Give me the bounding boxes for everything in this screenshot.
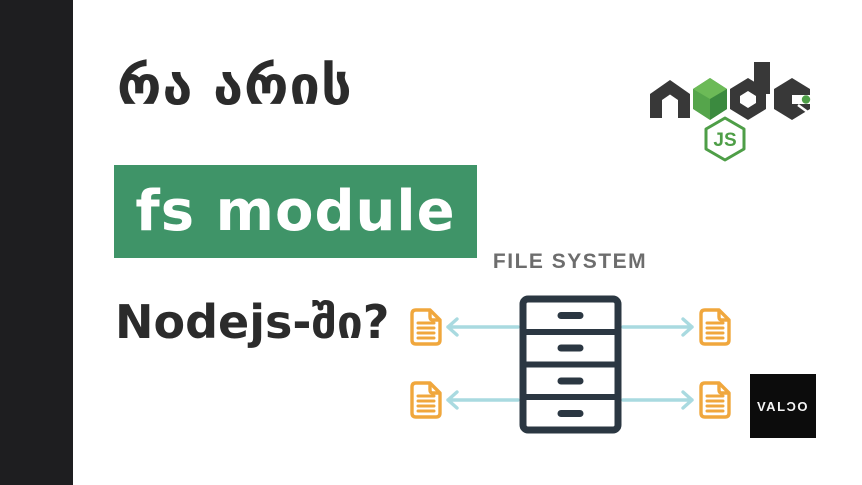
letter-e-dot: [801, 95, 811, 104]
file-icon-bottom-left: [410, 381, 442, 419]
drawer-handle: [557, 377, 584, 385]
letter-n-shape: [650, 80, 690, 118]
node-js-badge-icon: JS: [704, 116, 746, 162]
file-icon-bottom-right: [699, 381, 731, 419]
arrow-right-bottom-icon: [621, 390, 694, 410]
georgian-title: რა არის: [117, 54, 353, 117]
arrow-right-top-icon: [621, 317, 694, 337]
diagram-title: FILE SYSTEM: [492, 250, 648, 273]
side-accent-bar: [0, 0, 73, 485]
diagram-graphic: [410, 295, 731, 434]
nodejs-logo: JS: [648, 60, 815, 170]
hexagon-light-facet: [693, 78, 727, 99]
valdo-watermark: VALƆO: [750, 374, 816, 438]
file-icon-top-right: [699, 308, 731, 346]
fs-module-label: fs module: [135, 179, 456, 244]
letter-d-ascender: [754, 62, 770, 94]
nodejs-subtitle: Nodejs-ში?: [115, 295, 390, 349]
file-system-diagram: FILE SYSTEM: [395, 250, 745, 445]
node-wordmark-icon: [650, 62, 813, 120]
arrow-left-top-icon: [446, 317, 520, 337]
drawer-handle: [557, 410, 584, 417]
js-badge-label: JS: [713, 130, 736, 151]
cabinet-icon: [519, 295, 622, 434]
file-icon-top-left: [410, 308, 442, 346]
valdo-label: VALƆO: [756, 398, 810, 414]
drawer-handle: [557, 344, 584, 352]
js-badge-hexagon: [704, 116, 746, 162]
drawer-handle: [557, 312, 584, 319]
arrow-left-bottom-icon: [446, 390, 520, 410]
letter-e-slice: [797, 103, 810, 115]
fs-module-banner: fs module: [114, 165, 477, 258]
hexagon-dark-facet: [710, 89, 727, 120]
